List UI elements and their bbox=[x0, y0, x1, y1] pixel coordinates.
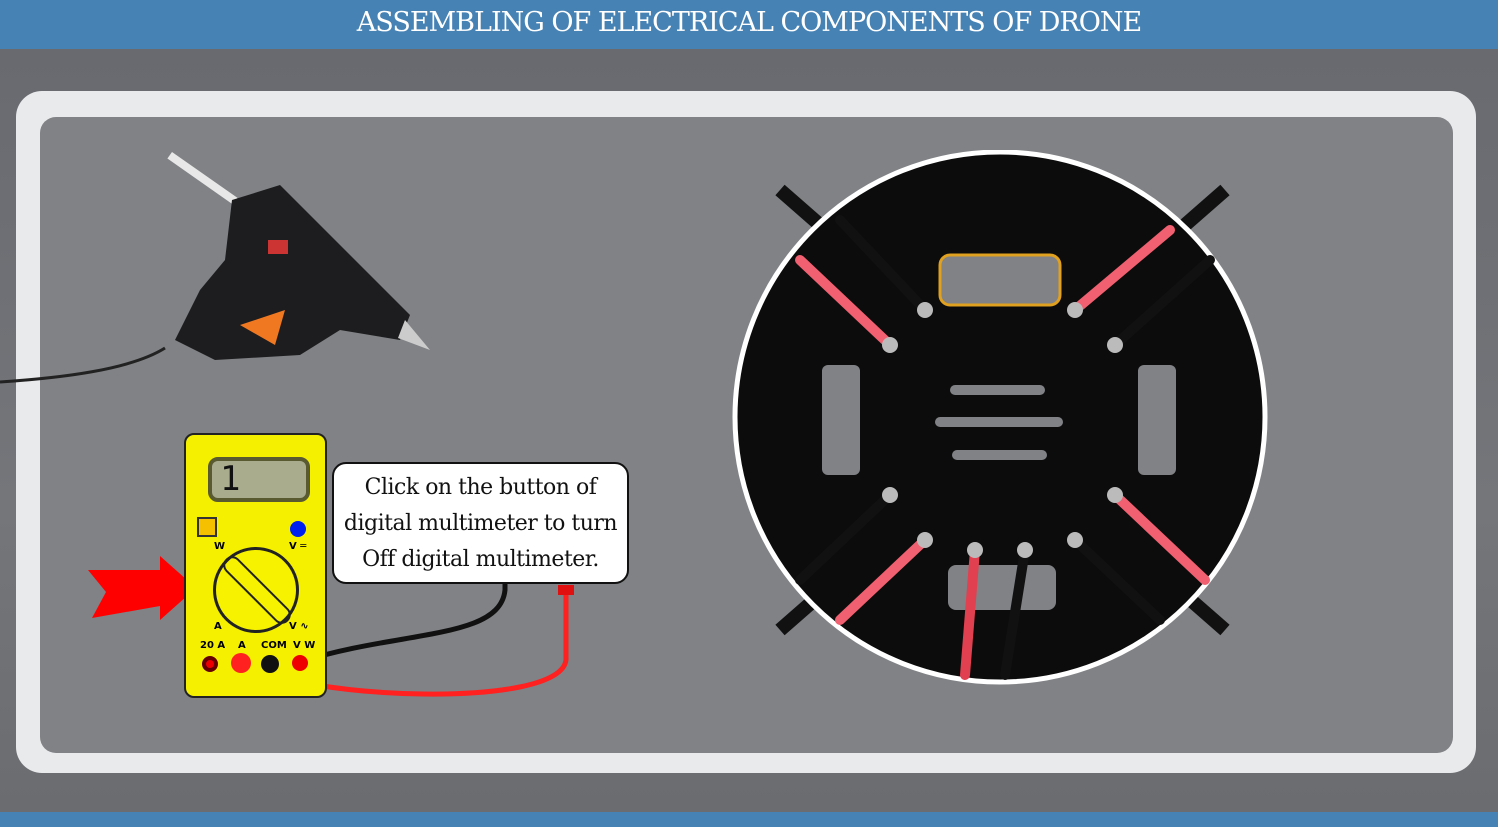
label-20a: 20 A bbox=[200, 640, 226, 651]
multimeter-display: 1 bbox=[208, 457, 310, 502]
label-v-dc: V ═ bbox=[289, 541, 307, 552]
label-a: A bbox=[214, 621, 222, 632]
label-v-ac: V ∿ bbox=[289, 621, 309, 632]
scene-svg bbox=[0, 152, 574, 697]
port-com[interactable] bbox=[261, 655, 279, 673]
drone-frame bbox=[732, 150, 1268, 685]
footer-bar bbox=[0, 812, 1498, 827]
label-vw: V W bbox=[293, 640, 316, 651]
port-20a[interactable] bbox=[202, 656, 218, 672]
port-vw[interactable] bbox=[292, 655, 308, 671]
instruction-tooltip: Click on the button of digital multimete… bbox=[332, 462, 629, 584]
page-title: ASSEMBLING OF ELECTRICAL COMPONENTS OF D… bbox=[0, 0, 1498, 49]
label-port-a: A bbox=[238, 640, 246, 651]
pointer-arrow bbox=[88, 556, 196, 620]
indicator-led bbox=[290, 521, 306, 537]
label-com: COM bbox=[261, 640, 287, 651]
label-w: W bbox=[214, 541, 226, 552]
port-a[interactable] bbox=[231, 653, 251, 673]
power-button[interactable] bbox=[197, 517, 217, 537]
glue-gun[interactable] bbox=[0, 152, 430, 384]
multimeter[interactable]: 1 W V ═ A V ∿ 20 A A COM V W bbox=[184, 433, 327, 698]
selector-dial[interactable] bbox=[213, 547, 299, 633]
